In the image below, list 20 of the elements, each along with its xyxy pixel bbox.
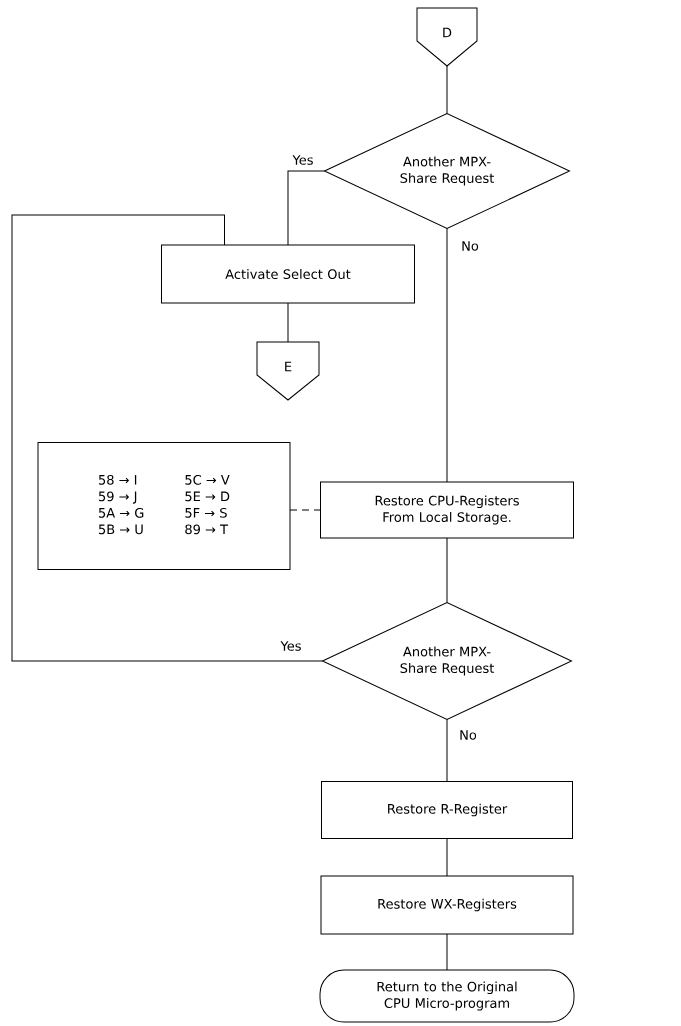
process-box: Restore WX-Registers — [320, 875, 574, 935]
edge-label: Yes — [291, 154, 315, 166]
connector-line — [289, 509, 321, 511]
edge-label: Yes — [279, 640, 303, 652]
connector-line — [446, 228, 448, 483]
connector-line — [446, 933, 448, 971]
connector-line — [446, 65, 448, 114]
mapping-box: 58 → I 5C → V 59 → J 5E → D 5A → G 5F → S 5B → U 89 → T — [37, 442, 291, 570]
connector-line — [446, 719, 448, 782]
connector-line — [287, 302, 289, 343]
process-box: Activate Select Out — [161, 244, 415, 304]
connector-line — [446, 838, 448, 877]
edge-label: No — [458, 729, 478, 741]
terminal-box: Return to the Original CPU Micro-program — [319, 969, 575, 1023]
edge-label: No — [460, 240, 480, 252]
process-box: Restore CPU-Registers From Local Storage. — [320, 481, 574, 539]
connector-line — [287, 170, 325, 246]
connector-line — [11, 214, 323, 662]
process-box: Restore R-Register — [321, 781, 573, 839]
connector-line — [446, 537, 448, 603]
